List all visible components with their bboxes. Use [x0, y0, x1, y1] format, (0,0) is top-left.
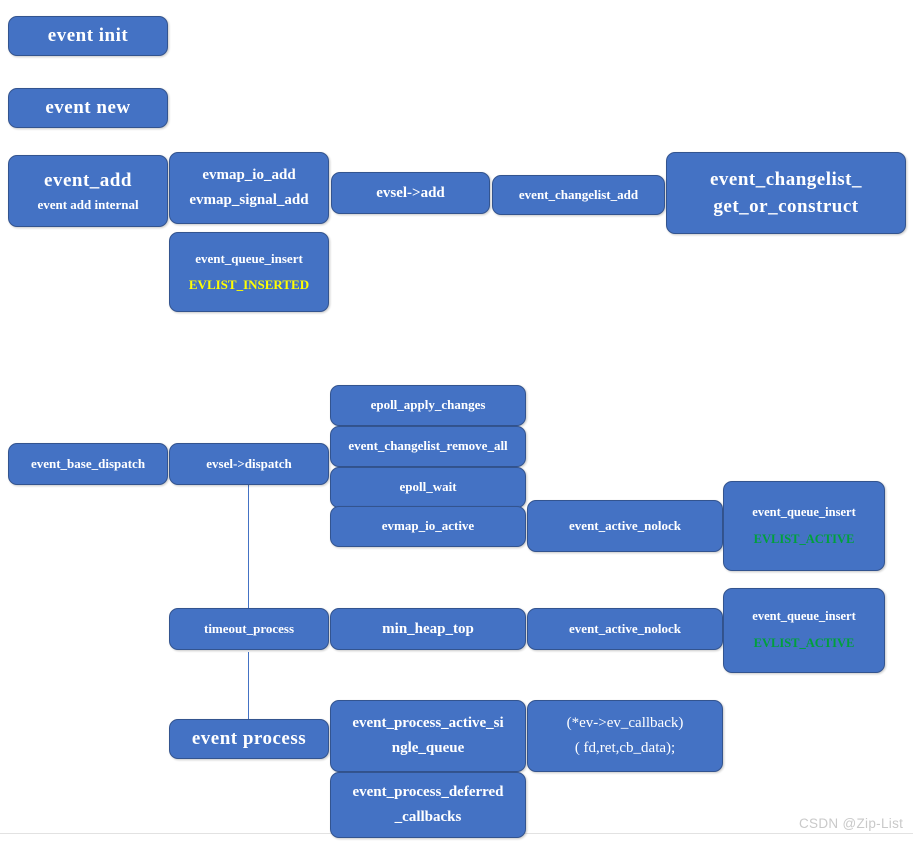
node-timeout-process[interactable]: timeout_process — [169, 608, 329, 650]
node-event-new-label: event new — [45, 97, 131, 119]
node-event-changelist-get-or-construct-line1: event_changelist_ — [709, 168, 863, 190]
node-epoll-wait-label: epoll_wait — [399, 479, 457, 495]
node-event-process-active-single-queue-line2: ngle_queue — [391, 740, 465, 756]
watermark: CSDN @Zip-List — [799, 816, 904, 831]
node-event-init-label: event init — [47, 25, 129, 47]
connector-timeout-to-process — [248, 652, 249, 719]
badge-evlist-active-1: EVLIST_ACTIVE — [753, 531, 855, 546]
node-evmap-io-add-label: evmap_io_add — [202, 167, 296, 184]
node-min-heap-top[interactable]: min_heap_top — [330, 608, 526, 650]
node-event-changelist-get-or-construct-line2: get_or_construct — [713, 195, 859, 217]
badge-evlist-active-2: EVLIST_ACTIVE — [753, 636, 855, 650]
node-event-add-internal-label: event add internal — [37, 197, 139, 213]
node-event-active-nolock-1[interactable]: event_active_nolock — [527, 500, 723, 552]
node-event-add-label: event_add — [44, 169, 132, 191]
node-event-queue-insert-3[interactable]: event_queue_insert EVLIST_ACTIVE — [723, 588, 885, 673]
node-event-active-nolock-2-label: event_active_nolock — [569, 620, 681, 636]
node-event-process-label: event process — [191, 728, 307, 750]
node-event-new[interactable]: event new — [8, 88, 168, 128]
node-event-process-active-single-queue[interactable]: event_process_active_si ngle_queue — [330, 700, 526, 772]
node-event-changelist-remove-all[interactable]: event_changelist_remove_all — [330, 426, 526, 467]
node-evmap-io-active-label: evmap_io_active — [381, 518, 475, 534]
node-ev-callback[interactable]: (*ev->ev_callback) ( fd,ret,cb_data); — [527, 700, 723, 772]
node-event-process-active-single-queue-line1: event_process_active_si — [352, 715, 504, 732]
node-evsel-dispatch-label: evsel->dispatch — [206, 455, 292, 471]
node-event-active-nolock-1-label: event_active_nolock — [569, 517, 681, 533]
node-evmap-io-active[interactable]: evmap_io_active — [330, 506, 526, 547]
node-epoll-apply-changes[interactable]: epoll_apply_changes — [330, 385, 526, 426]
badge-evlist-inserted: EVLIST_INSERTED — [188, 276, 310, 292]
node-event-queue-insert-1[interactable]: event_queue_insert EVLIST_INSERTED — [169, 232, 329, 312]
node-evsel-add-label: evsel->add — [376, 184, 445, 201]
connector-dispatch-to-timeout — [248, 485, 249, 612]
node-event-queue-insert-2-label: event_queue_insert — [752, 504, 856, 519]
node-evsel-dispatch[interactable]: evsel->dispatch — [169, 443, 329, 485]
node-event-active-nolock-2[interactable]: event_active_nolock — [527, 608, 723, 650]
node-event-process-deferred-callbacks-line2: _callbacks — [394, 809, 462, 825]
node-event-process[interactable]: event process — [169, 719, 329, 759]
node-min-heap-top-label: min_heap_top — [382, 620, 474, 637]
node-ev-callback-line1: (*ev->ev_callback) — [566, 715, 684, 732]
node-evmap-add[interactable]: evmap_io_add evmap_signal_add — [169, 152, 329, 224]
node-event-init[interactable]: event init — [8, 16, 168, 56]
node-event-process-deferred-callbacks-line1: event_process_deferred — [352, 784, 504, 801]
node-event-queue-insert-2[interactable]: event_queue_insert EVLIST_ACTIVE — [723, 481, 885, 571]
node-event-add[interactable]: event_add event add internal — [8, 155, 168, 227]
node-event-queue-insert-1-label: event_queue_insert — [195, 251, 303, 267]
node-epoll-wait[interactable]: epoll_wait — [330, 467, 526, 508]
node-event-changelist-remove-all-label: event_changelist_remove_all — [348, 438, 508, 454]
node-event-base-dispatch[interactable]: event_base_dispatch — [8, 443, 168, 485]
node-event-changelist-get-or-construct[interactable]: event_changelist_ get_or_construct — [666, 152, 906, 234]
node-ev-callback-line2: ( fd,ret,cb_data); — [574, 740, 676, 756]
node-event-base-dispatch-label: event_base_dispatch — [30, 455, 146, 471]
node-evmap-signal-add-label: evmap_signal_add — [189, 192, 309, 208]
node-event-changelist-add-label: event_changelist_add — [518, 186, 639, 202]
node-timeout-process-label: timeout_process — [203, 620, 295, 636]
node-event-changelist-add[interactable]: event_changelist_add — [492, 175, 665, 215]
node-epoll-apply-changes-label: epoll_apply_changes — [370, 397, 486, 413]
node-event-process-deferred-callbacks[interactable]: event_process_deferred _callbacks — [330, 772, 526, 838]
node-event-queue-insert-3-label: event_queue_insert — [752, 609, 856, 624]
node-evsel-add[interactable]: evsel->add — [331, 172, 490, 214]
